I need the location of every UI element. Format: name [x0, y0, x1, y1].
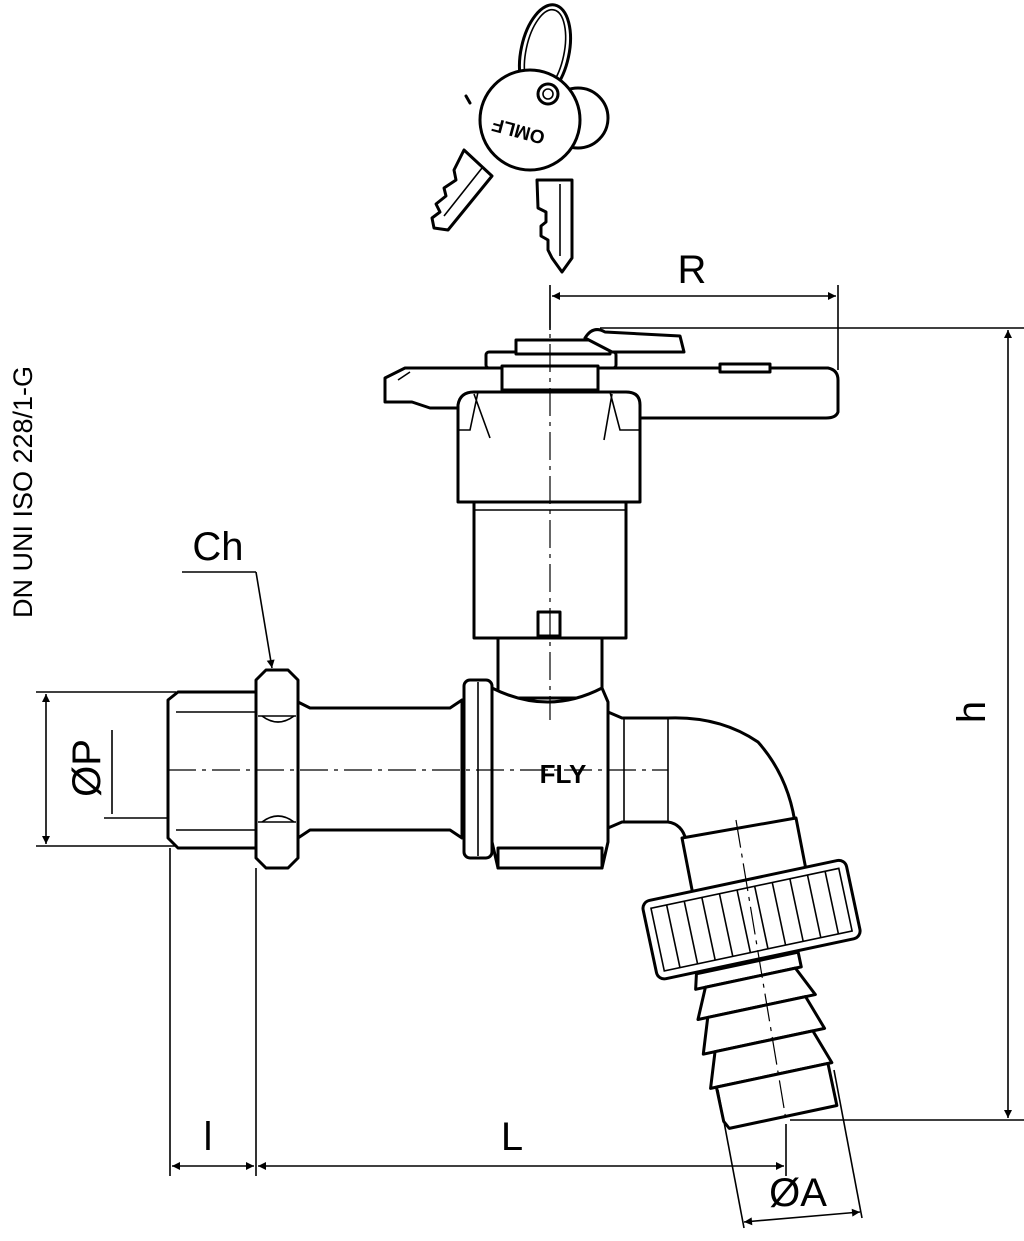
dimension-label-Ch: Ch: [192, 525, 243, 569]
brand-mark: FLY: [540, 759, 587, 789]
hose-tail: [694, 950, 839, 1130]
valve-body: FLY: [166, 668, 862, 1130]
dimension-label-L: L: [501, 1115, 523, 1159]
dimension-label-h: h: [950, 701, 994, 723]
dimension-label-A: ØA: [769, 1171, 827, 1215]
lock-handle: [383, 328, 840, 700]
dimension-label-l: l: [204, 1115, 213, 1159]
standard-note: DN UNI ISO 228/1-G: [8, 366, 38, 618]
knurled-nut: [641, 858, 862, 981]
dimension-label-P: ØP: [65, 739, 109, 797]
dimension-lines: [36, 285, 1024, 1229]
keys-illustration: OMLF: [430, 3, 610, 274]
key-diagonal: [430, 148, 494, 232]
center-lines: [168, 300, 787, 1121]
dimension-label-R: R: [678, 248, 707, 292]
